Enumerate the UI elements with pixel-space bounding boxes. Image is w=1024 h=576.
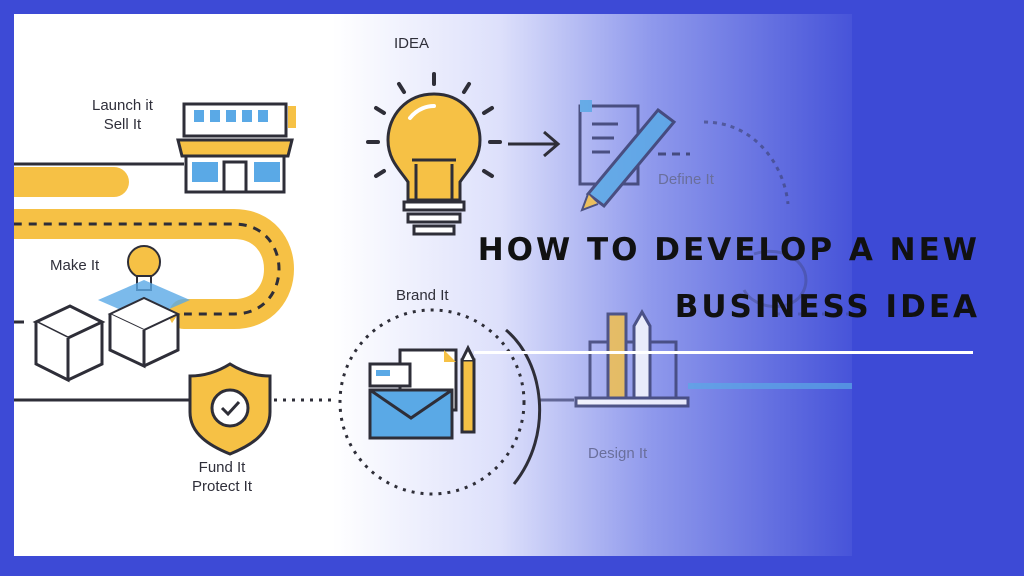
infographic-panel: IDEA Define It Launch it Sell It Make It… xyxy=(14,14,852,556)
shield-check-icon xyxy=(188,362,272,456)
dotted-arc-top xyxy=(703,120,790,205)
headline-line-1: HOW TO DEVELOP A NEW xyxy=(477,232,980,268)
light-bulb-icon xyxy=(366,72,502,236)
label-design: Design It xyxy=(588,445,648,462)
open-box-with-bulb-icon xyxy=(98,245,190,369)
business-idea-flow-diagram xyxy=(14,72,852,496)
winding-road xyxy=(14,162,294,329)
headline-line-2: BUSINESS IDEA xyxy=(674,289,980,325)
label-brand: Brand It xyxy=(396,287,449,304)
label-launch-sell: Launch it Sell It xyxy=(92,97,153,133)
arrow-right-icon xyxy=(508,130,561,158)
ruler-pencil-icon xyxy=(574,308,690,408)
headline-underline xyxy=(474,351,973,354)
document-pen-icon xyxy=(578,100,690,212)
headline: HOW TO DEVELOP A NEW BUSINESS IDEA xyxy=(430,222,980,336)
label-make: Make It xyxy=(50,257,100,274)
brand-circle xyxy=(338,308,542,496)
label-define: Define It xyxy=(658,171,714,188)
cube-box-icon xyxy=(32,304,106,383)
store-icon xyxy=(176,102,296,194)
label-fund-protect: Fund It Protect It xyxy=(192,459,253,495)
label-idea: IDEA xyxy=(394,35,430,52)
envelope-cards-icon xyxy=(368,344,476,440)
right-background-band xyxy=(852,0,1024,576)
